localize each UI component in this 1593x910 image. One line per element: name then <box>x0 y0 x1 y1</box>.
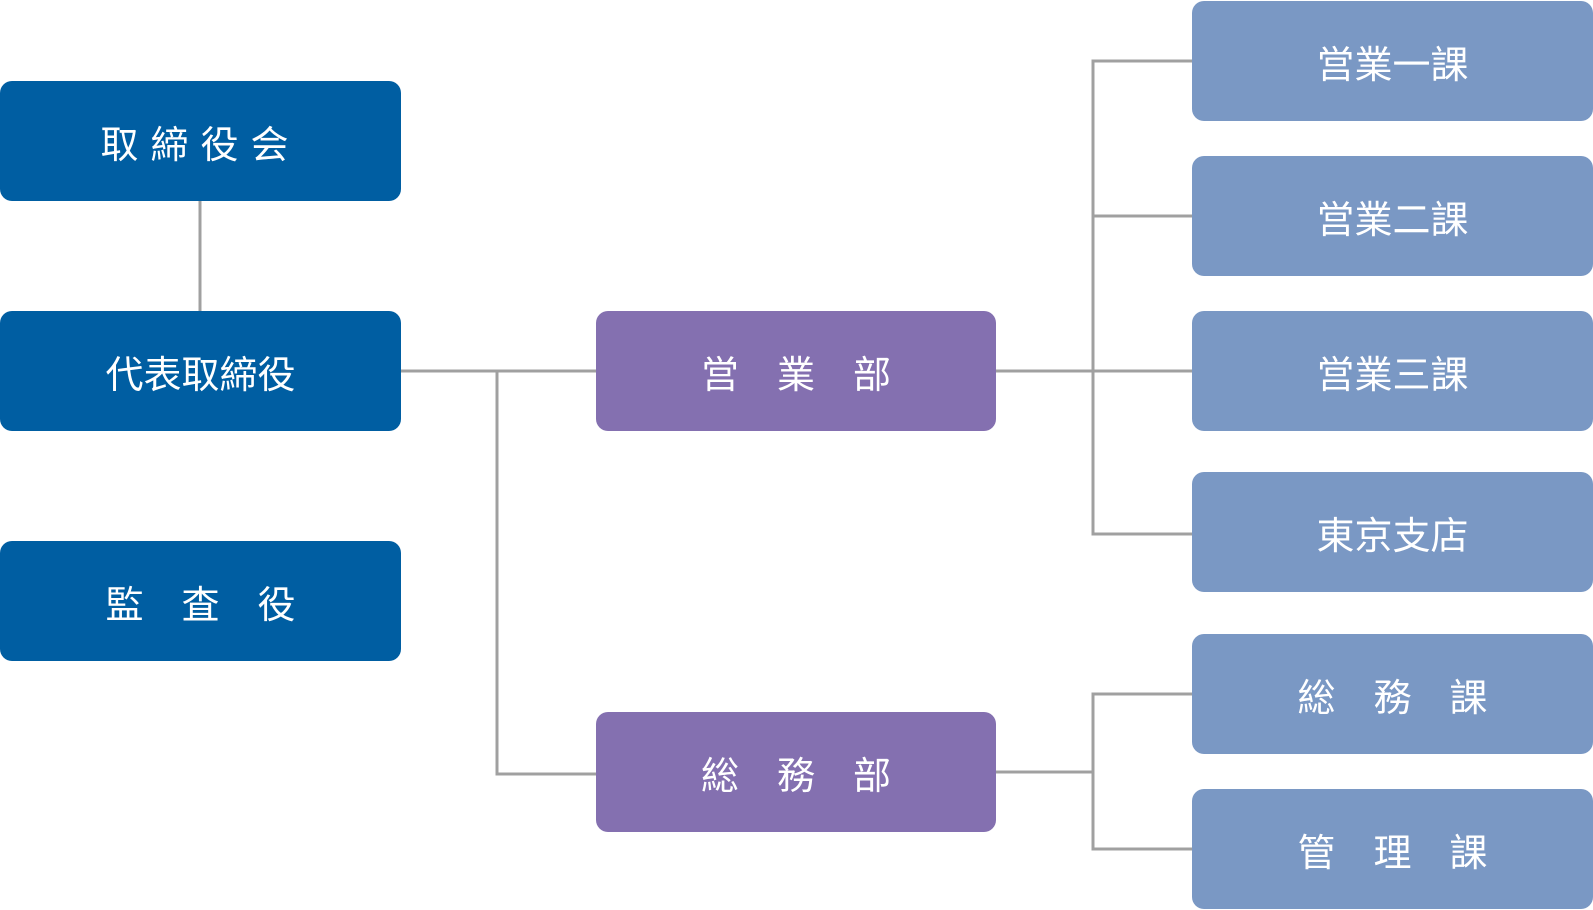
node-tokyo-branch-label: 東京支店 <box>1316 513 1469 558</box>
node-general-affairs-section-label: 総 務 課 <box>1297 675 1488 720</box>
node-general-affairs-dept-label: 総 務 部 <box>700 753 891 798</box>
node-sales-section-3-label: 営業三課 <box>1316 352 1469 397</box>
node-sales-dept-label: 営 業 部 <box>700 352 891 397</box>
node-auditor-label: 監 査 役 <box>105 582 296 627</box>
node-president: 代表取締役 <box>0 311 401 431</box>
node-tokyo-branch: 東京支店 <box>1192 472 1593 592</box>
node-president-label: 代表取締役 <box>105 352 296 397</box>
node-sales-section-3: 営業三課 <box>1192 311 1593 431</box>
node-management-section-label: 管 理 課 <box>1297 830 1488 875</box>
node-general-affairs-section: 総 務 課 <box>1192 634 1593 754</box>
line-to-general-affairs <box>495 369 598 776</box>
node-sales-section-1-label: 営業一課 <box>1316 42 1469 87</box>
node-board-label: 取締役会 <box>100 122 301 167</box>
line-ga-bus <box>1091 692 1194 851</box>
node-general-affairs-dept: 総 務 部 <box>596 712 996 832</box>
node-board: 取締役会 <box>0 81 401 201</box>
node-sales-section-2-label: 営業二課 <box>1316 197 1469 242</box>
node-sales-dept: 営 業 部 <box>596 311 996 431</box>
node-auditor: 監 査 役 <box>0 541 401 661</box>
node-management-section: 管 理 課 <box>1192 789 1593 909</box>
node-sales-section-2: 営業二課 <box>1192 156 1593 276</box>
line-sales-bus <box>1091 59 1194 536</box>
node-sales-section-1: 営業一課 <box>1192 1 1593 121</box>
